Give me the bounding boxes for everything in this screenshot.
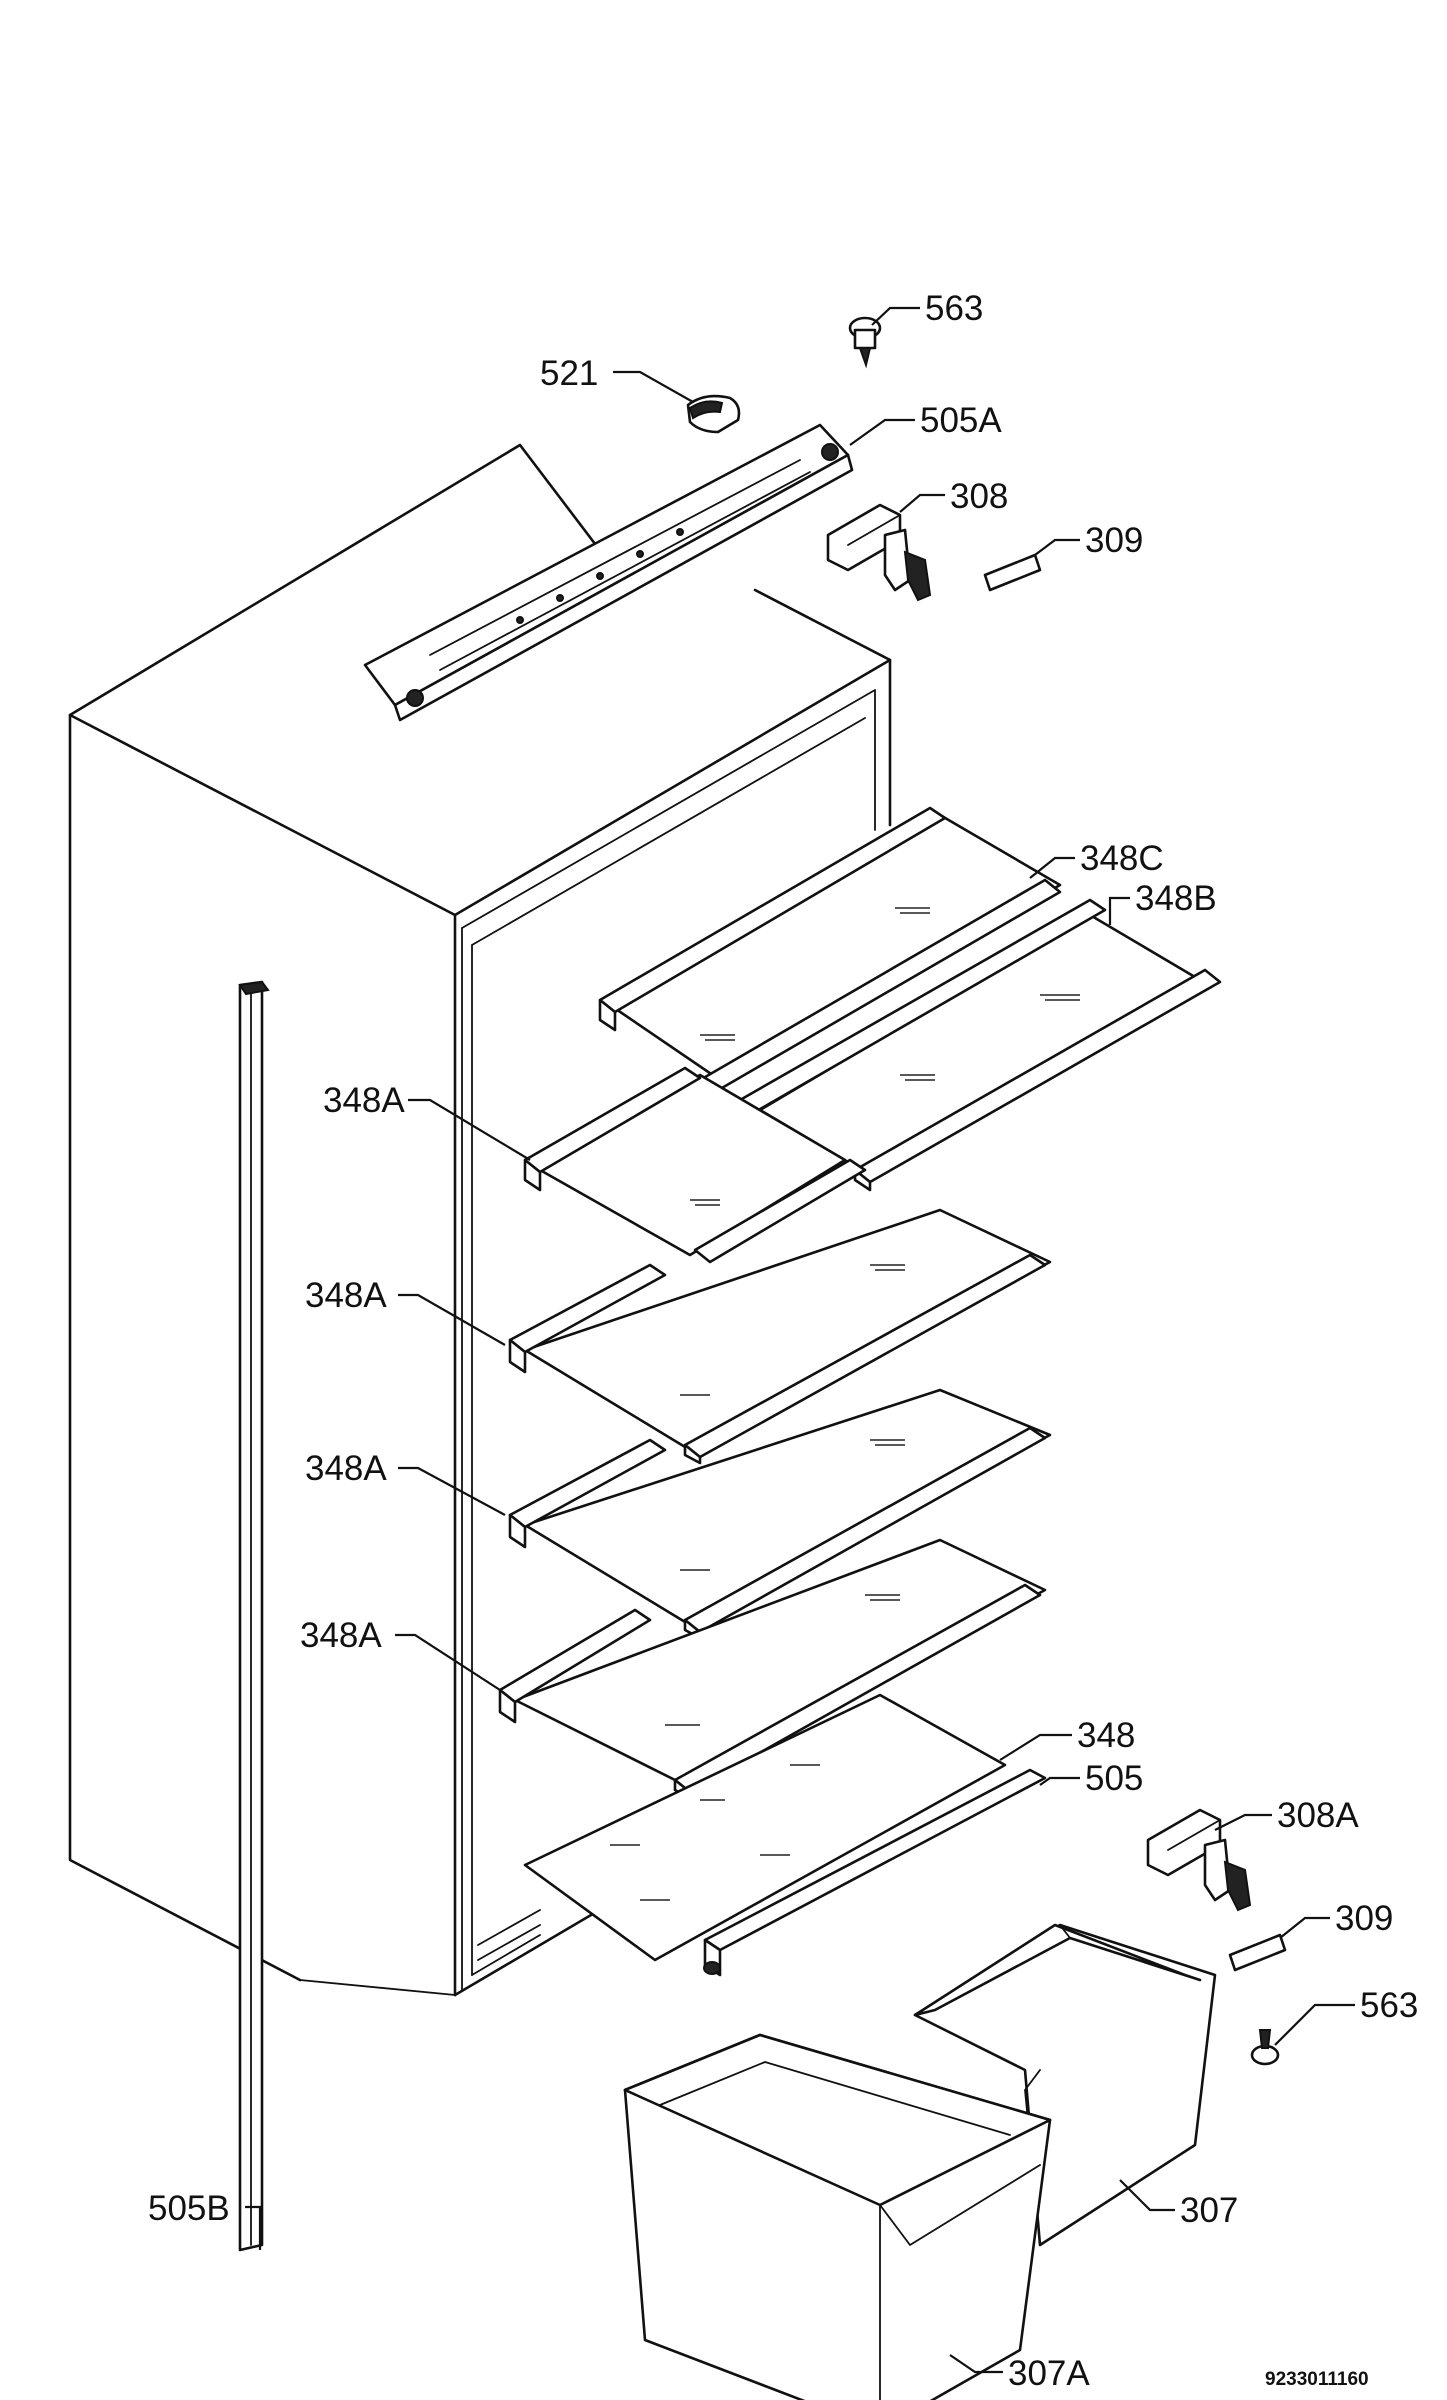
- drawing-number: 9233011160: [1265, 2369, 1369, 2390]
- callout-348a-3: 348A: [305, 1449, 387, 1488]
- shelf-348b: [738, 898, 1222, 1192]
- hinge-rail-505a: [363, 423, 854, 722]
- callout-348c: 348C: [1080, 839, 1164, 878]
- callout-563-bottom: 563: [1360, 1986, 1418, 2025]
- door-gasket-strip-505b: [238, 980, 270, 2252]
- shelf-348a-3: [508, 1388, 1052, 1640]
- shelf-348a-2: [508, 1208, 1052, 1465]
- callout-505a: 505A: [920, 401, 1002, 440]
- shelf-348a-4: [498, 1538, 1047, 1800]
- callout-307a: 307A: [1008, 2354, 1090, 2393]
- shelf-348a-1: [523, 1066, 867, 1264]
- glass-plate-348: [523, 1693, 1007, 1962]
- callout-309-top: 309: [1085, 521, 1143, 560]
- crisper-drawer-307a: [623, 2033, 1052, 2400]
- leader-lines: [245, 306, 1355, 2374]
- callout-505: 505: [1085, 1759, 1143, 1798]
- callout-348a-1: 348A: [323, 1081, 405, 1120]
- callout-labels: 563 521 505A 308 309 348C 348B 348A 348A…: [148, 289, 1418, 2393]
- label-309-bottom: [1228, 1933, 1287, 1972]
- callout-563-top: 563: [925, 289, 983, 328]
- hinge-308a-bottom: [1146, 1808, 1252, 1912]
- callout-308: 308: [950, 477, 1008, 516]
- callout-521: 521: [540, 354, 598, 393]
- screw-563-bottom: [1250, 2029, 1280, 2066]
- cap-521: [686, 394, 741, 434]
- callout-308a: 308A: [1277, 1796, 1359, 1835]
- hinge-308-top: [826, 503, 932, 602]
- screw-563-top: [848, 316, 882, 369]
- callout-505b: 505B: [148, 2189, 230, 2228]
- trim-strip-505: [703, 1768, 1047, 1977]
- callout-309-bottom: 309: [1335, 1899, 1393, 1938]
- label-309-top: [983, 553, 1042, 592]
- callout-307: 307: [1180, 2191, 1238, 2230]
- callout-348a-4: 348A: [300, 1616, 382, 1655]
- callout-348: 348: [1077, 1716, 1135, 1755]
- cabinet: [68, 443, 892, 1997]
- callout-348a-2: 348A: [305, 1276, 387, 1315]
- shelf-348c: [598, 806, 1062, 1100]
- callout-348b: 348B: [1135, 879, 1217, 918]
